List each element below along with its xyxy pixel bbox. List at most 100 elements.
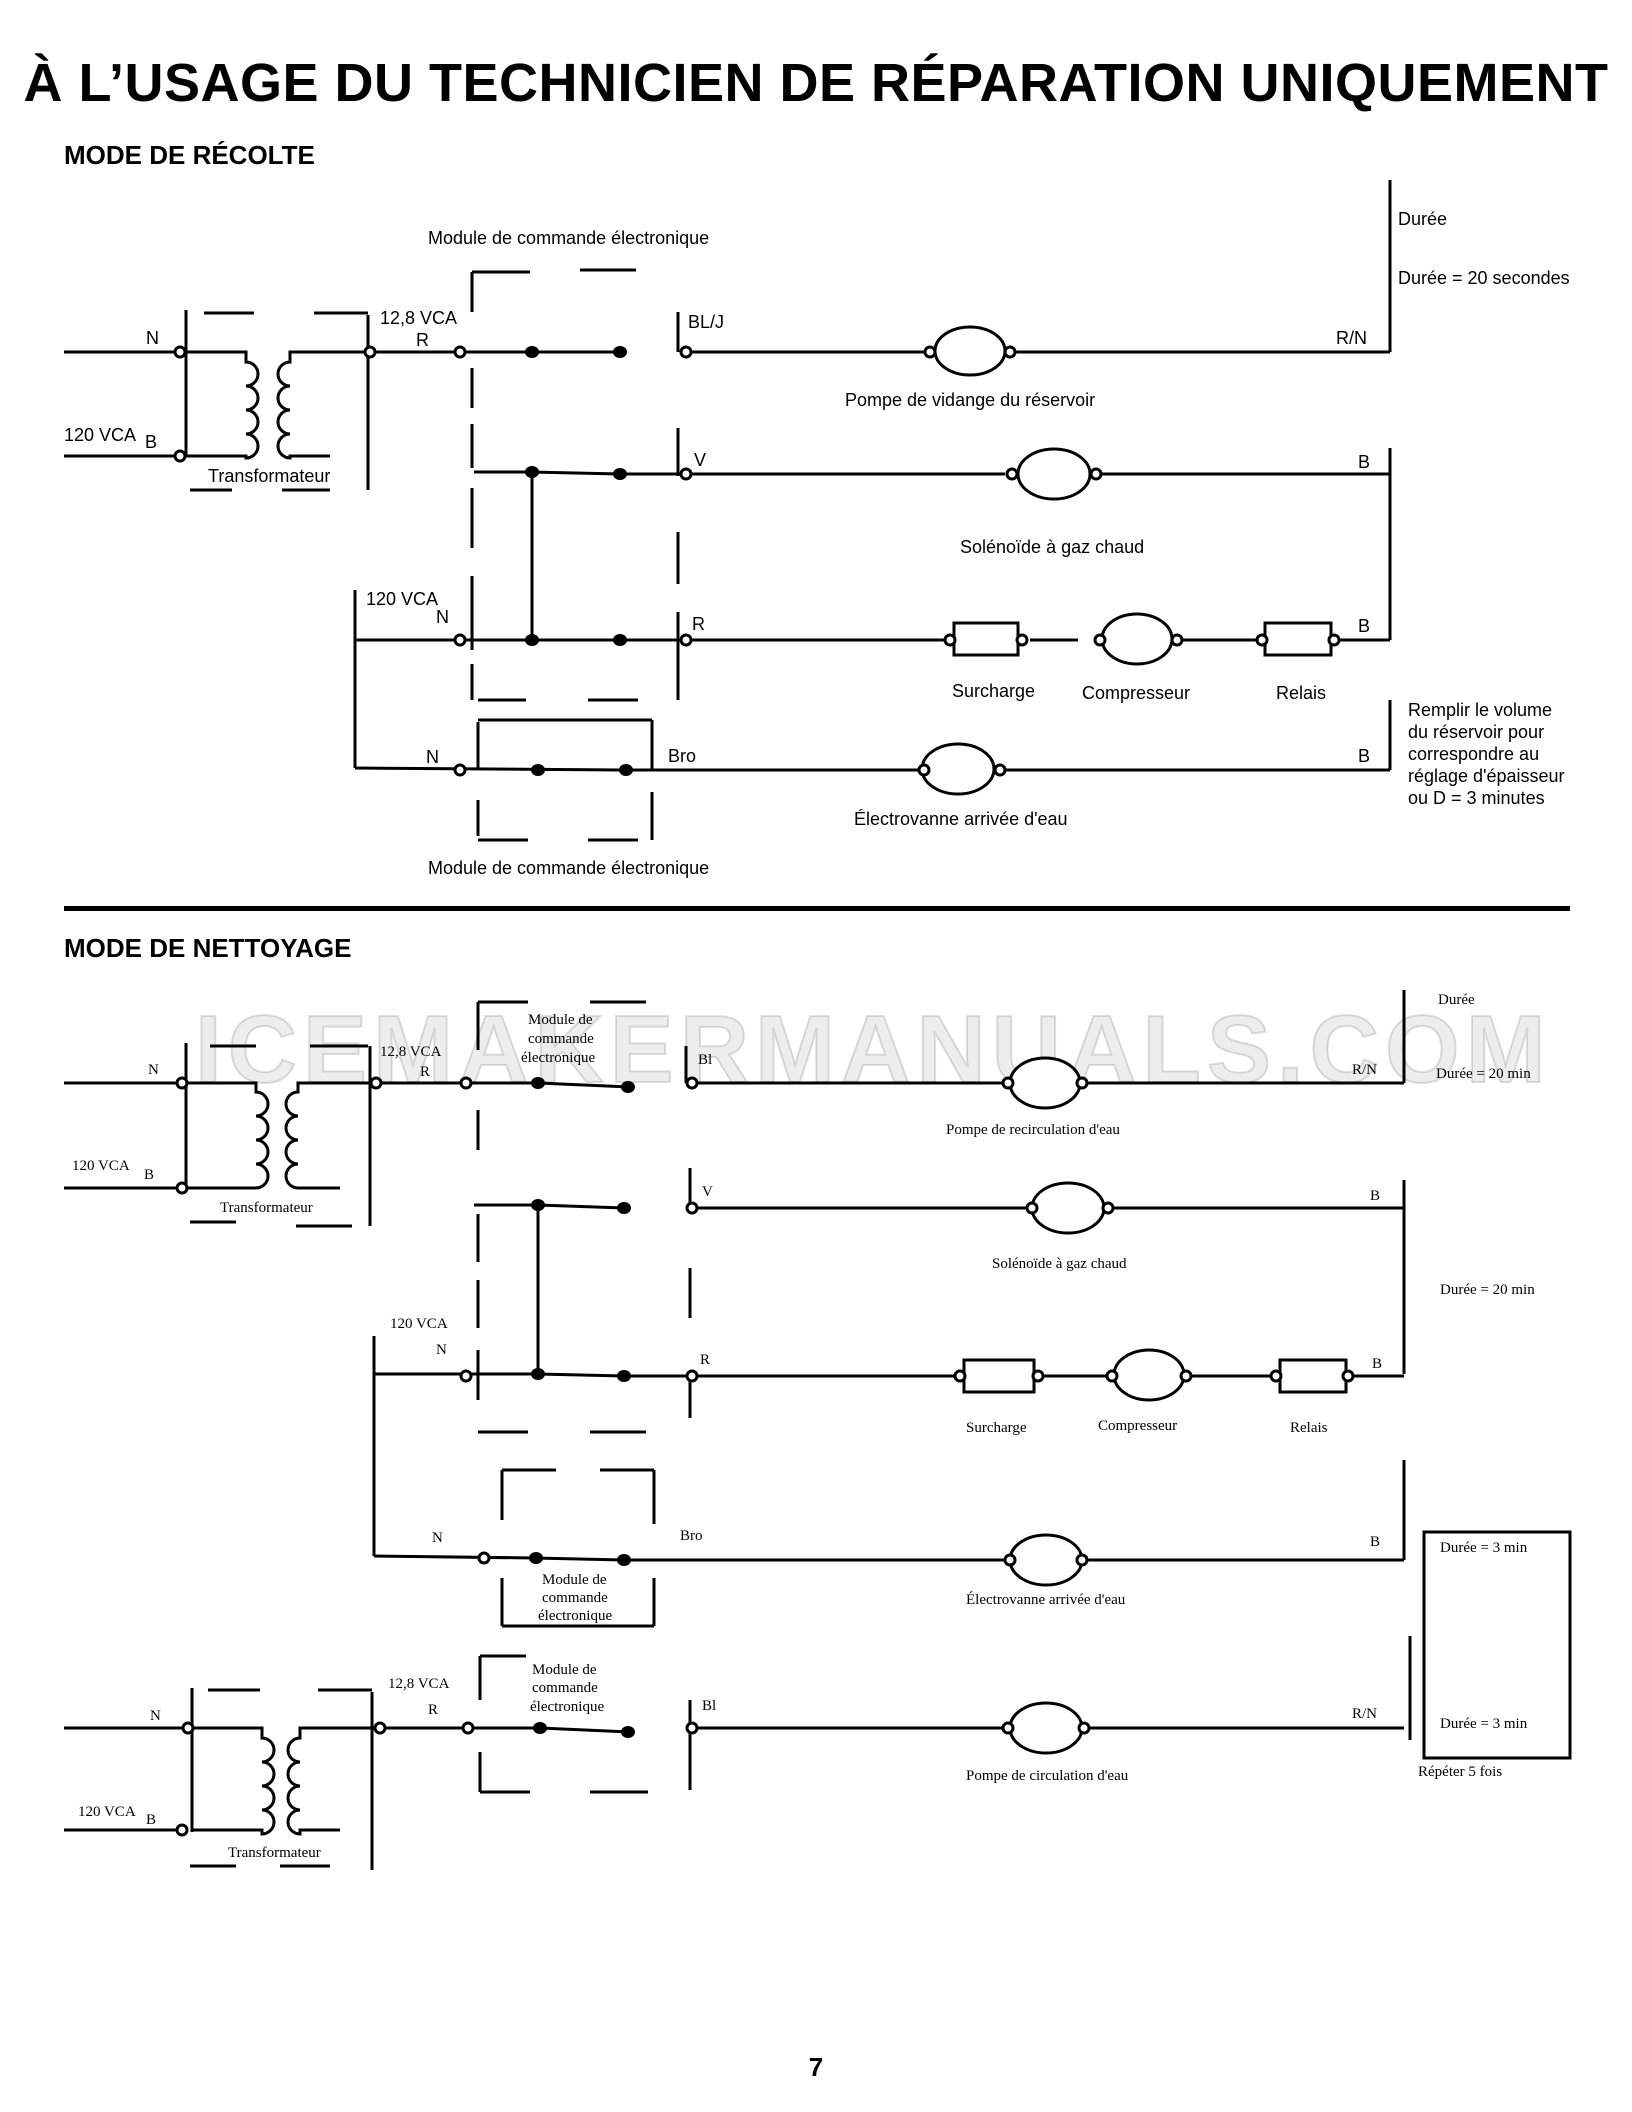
recirc-pump-label: Pompe de recirculation d'eau — [946, 1122, 1120, 1138]
circulation-primary-coil-icon — [192, 1726, 276, 1836]
wire-rn-label: R/N — [1336, 328, 1367, 348]
section-divider — [64, 906, 1570, 911]
cleaning-primary-coil-icon — [186, 1081, 270, 1190]
cl-wire-r4-label: R — [428, 1702, 438, 1718]
cl-transformer2-label: Transformateur — [228, 1845, 321, 1861]
wire-b2-label: B — [1358, 616, 1370, 636]
cl-vca-label: 12,8 VCA — [380, 1044, 442, 1060]
fill-note-line: ou D = 3 minutes — [1408, 788, 1545, 808]
cleaning-switch-contacts — [529, 1077, 635, 1738]
fill-note-line: Remplir le volume — [1408, 700, 1552, 720]
cl-wire-bl2-label: Bl — [702, 1698, 716, 1714]
harvest-diagram — [64, 180, 1392, 842]
module-label-top: Module de commande électronique — [428, 228, 709, 248]
cl-wire-rn2-label: R/N — [1352, 1706, 1377, 1722]
wire-r2-label: R — [692, 614, 705, 634]
module1-label: électronique — [521, 1050, 595, 1066]
cl-supply3-label: 120 VCA — [78, 1804, 136, 1820]
supply-120-label: 120 VCA — [64, 425, 136, 445]
cleaning-mode-heading: MODE DE NETTOYAGE — [64, 933, 352, 963]
cl-vca-b-label: 12,8 VCA — [388, 1676, 450, 1692]
cl-wire-b3-label: B — [1370, 1534, 1380, 1550]
cl-solenoid-label: Solénoïde à gaz chaud — [992, 1256, 1127, 1272]
relay-label: Relais — [1276, 683, 1326, 703]
cl-line-b-label: B — [144, 1167, 154, 1183]
cl-duration-20b: Durée = 20 min — [1440, 1282, 1535, 1298]
cl-supply2-label: 120 VCA — [390, 1316, 448, 1332]
line-n3-label: N — [426, 747, 439, 767]
cl-line-n4-label: N — [150, 1708, 161, 1724]
duration-value: Durée = 20 secondes — [1398, 268, 1570, 288]
harvest-mode-heading: MODE DE RÉCOLTE — [64, 140, 315, 170]
fill-note-line: réglage d'épaisseur — [1408, 766, 1565, 786]
module3-label: électronique — [530, 1699, 604, 1715]
cleaning-relay-icon — [1278, 1358, 1348, 1394]
drain-pump-icon — [933, 325, 1007, 377]
overload-icon — [952, 621, 1020, 657]
overload-label: Surcharge — [952, 681, 1035, 701]
cl-duration-label: Durée — [1438, 992, 1475, 1008]
fill-note-line: du réservoir pour — [1408, 722, 1544, 742]
cl-line-b4-label: B — [146, 1812, 156, 1828]
vca-128-label: 12,8 VCA — [380, 308, 457, 328]
circ-pump-label: Pompe de circulation d'eau — [966, 1768, 1129, 1784]
circulation-secondary-coil-icon — [286, 1726, 372, 1836]
harvest-switch-contacts — [525, 346, 633, 776]
cl-duration-3a: Durée = 3 min — [1440, 1540, 1528, 1556]
wire-v-label: V — [694, 450, 706, 470]
wire-r-label: R — [416, 330, 429, 350]
solenoid-icon — [1016, 447, 1092, 501]
cl-line-n3-label: N — [432, 1530, 443, 1546]
wire-b3-label: B — [1358, 746, 1370, 766]
cl-supply-label: 120 VCA — [72, 1158, 130, 1174]
relay-icon — [1263, 621, 1333, 657]
transformer-label: Transformateur — [208, 466, 330, 486]
duration-box — [1422, 1530, 1572, 1760]
cl-relay-label: Relais — [1290, 1420, 1328, 1436]
cl-duration-3b: Durée = 3 min — [1440, 1716, 1528, 1732]
cleaning-compressor-icon — [1112, 1348, 1186, 1402]
water-valve-icon — [920, 742, 996, 796]
cl-line-n2-label: N — [436, 1342, 447, 1358]
cleaning-secondary-coil-icon — [284, 1081, 370, 1190]
module2-label: électronique — [538, 1608, 612, 1624]
water-valve-label: Électrovanne arrivée d'eau — [854, 809, 1068, 829]
cleaning-components — [175, 1056, 1355, 1837]
module3-label: Module de — [532, 1662, 597, 1678]
cl-transformer-label: Transformateur — [220, 1200, 313, 1216]
repeat-label: Répéter 5 fois — [1418, 1764, 1502, 1780]
cl-wire-b2-label: B — [1372, 1356, 1382, 1372]
wire-blj-label: BL/J — [688, 312, 724, 332]
primary-coil-icon — [186, 350, 260, 460]
page-number: 7 — [808, 2052, 824, 2082]
solenoid-label: Solénoïde à gaz chaud — [960, 537, 1144, 557]
module3-label: commande — [532, 1680, 598, 1696]
cl-wire-r2-label: R — [700, 1352, 710, 1368]
cl-wire-b1-label: B — [1370, 1188, 1380, 1204]
compressor-icon — [1100, 612, 1174, 666]
watermark: ICEMAKERMANUALS.COM — [194, 995, 1552, 1104]
secondary-coil-icon — [276, 350, 368, 460]
wire-bro-label: Bro — [668, 746, 696, 766]
cl-compressor-label: Compresseur — [1098, 1418, 1177, 1434]
cl-line-n-label: N — [148, 1062, 159, 1078]
cl-wire-bro-label: Bro — [680, 1528, 703, 1544]
module-label-bottom: Module de commande électronique — [428, 858, 709, 878]
harvest-components — [173, 325, 1341, 796]
cleaning-diagram — [64, 990, 1572, 1870]
line-b-label: B — [145, 432, 157, 452]
supply2-label: 120 VCA — [366, 589, 438, 609]
cleaning-water-valve-icon — [1008, 1533, 1084, 1587]
compressor-label: Compresseur — [1082, 683, 1190, 703]
cl-duration-20a: Durée = 20 min — [1436, 1066, 1531, 1082]
wire-b1-label: B — [1358, 452, 1370, 472]
duration-label: Durée — [1398, 209, 1447, 229]
fill-note-line: correspondre au — [1408, 744, 1539, 764]
cl-water-valve-label: Électrovanne arrivée d'eau — [966, 1591, 1126, 1608]
line-n2-label: N — [436, 607, 449, 627]
module2-label: Module de — [542, 1572, 607, 1588]
cleaning-overload-icon — [962, 1358, 1036, 1394]
cl-wire-rn-label: R/N — [1352, 1062, 1377, 1078]
drain-pump-label: Pompe de vidange du réservoir — [845, 390, 1095, 410]
